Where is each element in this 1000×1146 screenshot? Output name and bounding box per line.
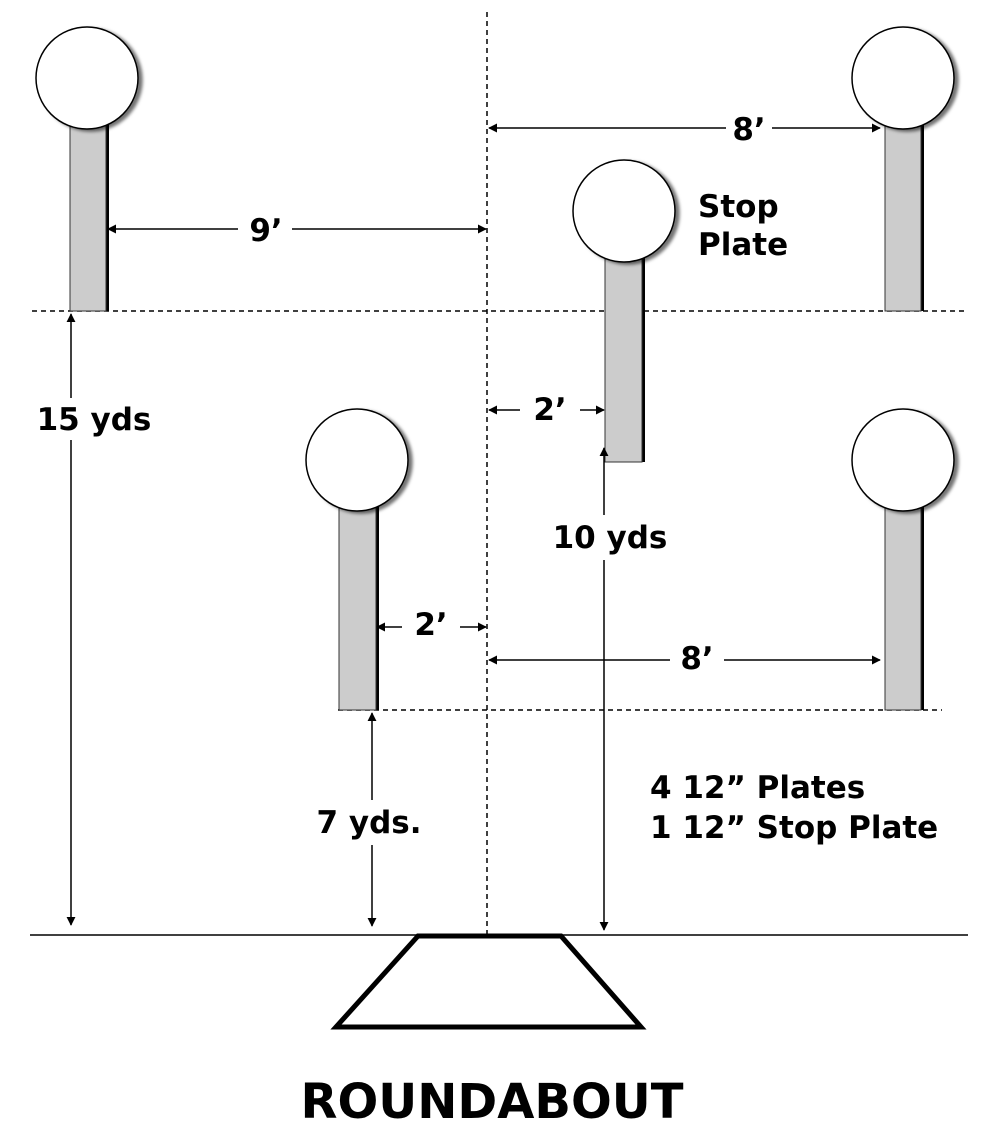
plate-icon bbox=[851, 408, 955, 512]
target-near-left bbox=[305, 408, 409, 711]
dim-label-stop-distance: 10 yds bbox=[553, 520, 668, 556]
stage-title: ROUNDABOUT bbox=[300, 1074, 683, 1130]
shooting-box bbox=[330, 933, 647, 1030]
target-post bbox=[884, 499, 922, 711]
stop-plate-label-line1: Stop bbox=[698, 189, 779, 225]
plate-icon bbox=[305, 408, 409, 512]
dim-label-near-right: 8’ bbox=[680, 641, 713, 677]
dim-label-left-center: 9’ bbox=[249, 213, 282, 249]
target-post bbox=[338, 499, 377, 711]
dim-label-near-distance: 7 yds. bbox=[317, 805, 422, 841]
dim-label-far-distance: 15 yds bbox=[37, 402, 152, 438]
stop-plate-label-line2: Plate bbox=[698, 227, 788, 263]
target-far-right bbox=[851, 26, 955, 312]
plate-icon bbox=[851, 26, 955, 130]
target-near-right bbox=[851, 408, 955, 711]
dim-label-stop-offset: 2’ bbox=[533, 392, 566, 428]
target-far-left bbox=[35, 26, 139, 312]
note-plates: 4 12” Plates bbox=[650, 770, 865, 806]
target-post bbox=[884, 117, 922, 312]
target-post bbox=[604, 251, 643, 463]
stop-plate-icon bbox=[572, 159, 676, 263]
dim-label-near-offset: 2’ bbox=[414, 607, 447, 643]
dim-label-top-right: 8’ bbox=[732, 112, 765, 148]
plate-icon bbox=[35, 26, 139, 130]
target-post bbox=[69, 117, 107, 312]
target-stop bbox=[572, 159, 676, 463]
note-stop-plate: 1 12” Stop Plate bbox=[650, 810, 938, 846]
